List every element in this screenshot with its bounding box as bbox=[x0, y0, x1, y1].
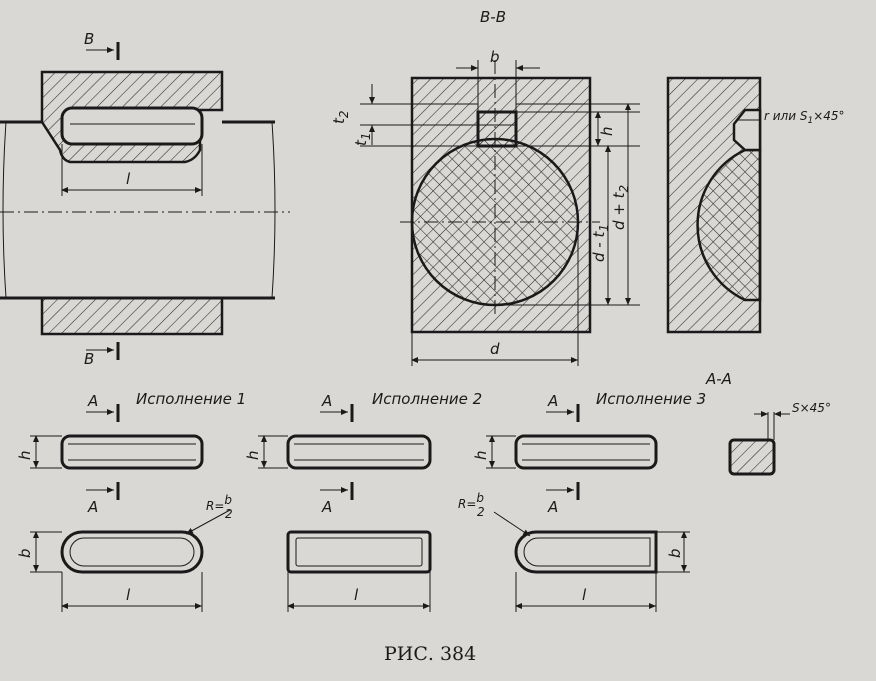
v3-side-view bbox=[514, 434, 658, 470]
key-section-aa bbox=[728, 438, 776, 476]
variant-2: Исполнение 2 А h А l bbox=[244, 390, 482, 612]
section-aa-title: А-А bbox=[705, 370, 732, 388]
v1-dim-h: h bbox=[16, 450, 34, 460]
v1-cut-a-top: А bbox=[87, 392, 98, 410]
detail-chamfer-label: r или S1×45° bbox=[764, 109, 845, 126]
v2-cut-a-bottom: А bbox=[321, 498, 332, 516]
figure-caption: РИС. 384 bbox=[384, 643, 476, 665]
dim-b-label: b bbox=[490, 48, 500, 66]
v3-dim-l: l bbox=[582, 586, 587, 604]
assembly-view: l В В bbox=[0, 30, 290, 368]
detail-shaft-section bbox=[696, 148, 762, 302]
v2-plan-view bbox=[286, 530, 432, 574]
hub-bottom-section bbox=[40, 296, 224, 336]
dim-d-label: d bbox=[490, 340, 500, 358]
v1-dim-b: b bbox=[16, 548, 34, 558]
cut-b-bottom: В bbox=[84, 350, 94, 368]
v1-dim-l: l bbox=[126, 586, 131, 604]
dim-h-label: h bbox=[598, 126, 616, 136]
dim-d-plus-t2-label: d + t2 bbox=[610, 185, 631, 230]
groove-detail: r или S1×45° А-А S×45° bbox=[666, 76, 845, 476]
v3-cut-a-top: А bbox=[547, 392, 558, 410]
v3-cut-a-bottom: А bbox=[547, 498, 558, 516]
v2-side-view bbox=[286, 434, 432, 470]
section-bb-title: В-В bbox=[480, 8, 506, 26]
v1-cut-a-bottom: А bbox=[87, 498, 98, 516]
dim-l-label: l bbox=[126, 170, 131, 188]
section-bb: В-В b t2 t1 h d - t1 d + t2 bbox=[330, 8, 640, 366]
key-cross-section bbox=[476, 110, 518, 148]
v2-dim-h: h bbox=[244, 450, 262, 460]
chamfer-s-label: S×45° bbox=[792, 401, 831, 415]
v2-dim-l: l bbox=[354, 586, 359, 604]
key-in-groove bbox=[60, 106, 204, 146]
v1-plan-view bbox=[60, 530, 204, 574]
cut-b-top: В bbox=[84, 30, 94, 48]
dim-d-minus-t1-label: d - t1 bbox=[590, 224, 611, 262]
v1-side-view bbox=[60, 434, 204, 470]
v3-dim-b: b bbox=[666, 548, 684, 558]
variant-1-title: Исполнение 1 bbox=[136, 390, 246, 408]
v3-dim-h: h bbox=[472, 450, 490, 460]
v2-cut-a-top: А bbox=[321, 392, 332, 410]
variant-3-title: Исполнение 3 bbox=[596, 390, 706, 408]
variant-2-title: Исполнение 2 bbox=[372, 390, 482, 408]
dim-t2-label: t2 bbox=[330, 110, 351, 124]
dim-t1-label: t1 bbox=[352, 132, 373, 146]
